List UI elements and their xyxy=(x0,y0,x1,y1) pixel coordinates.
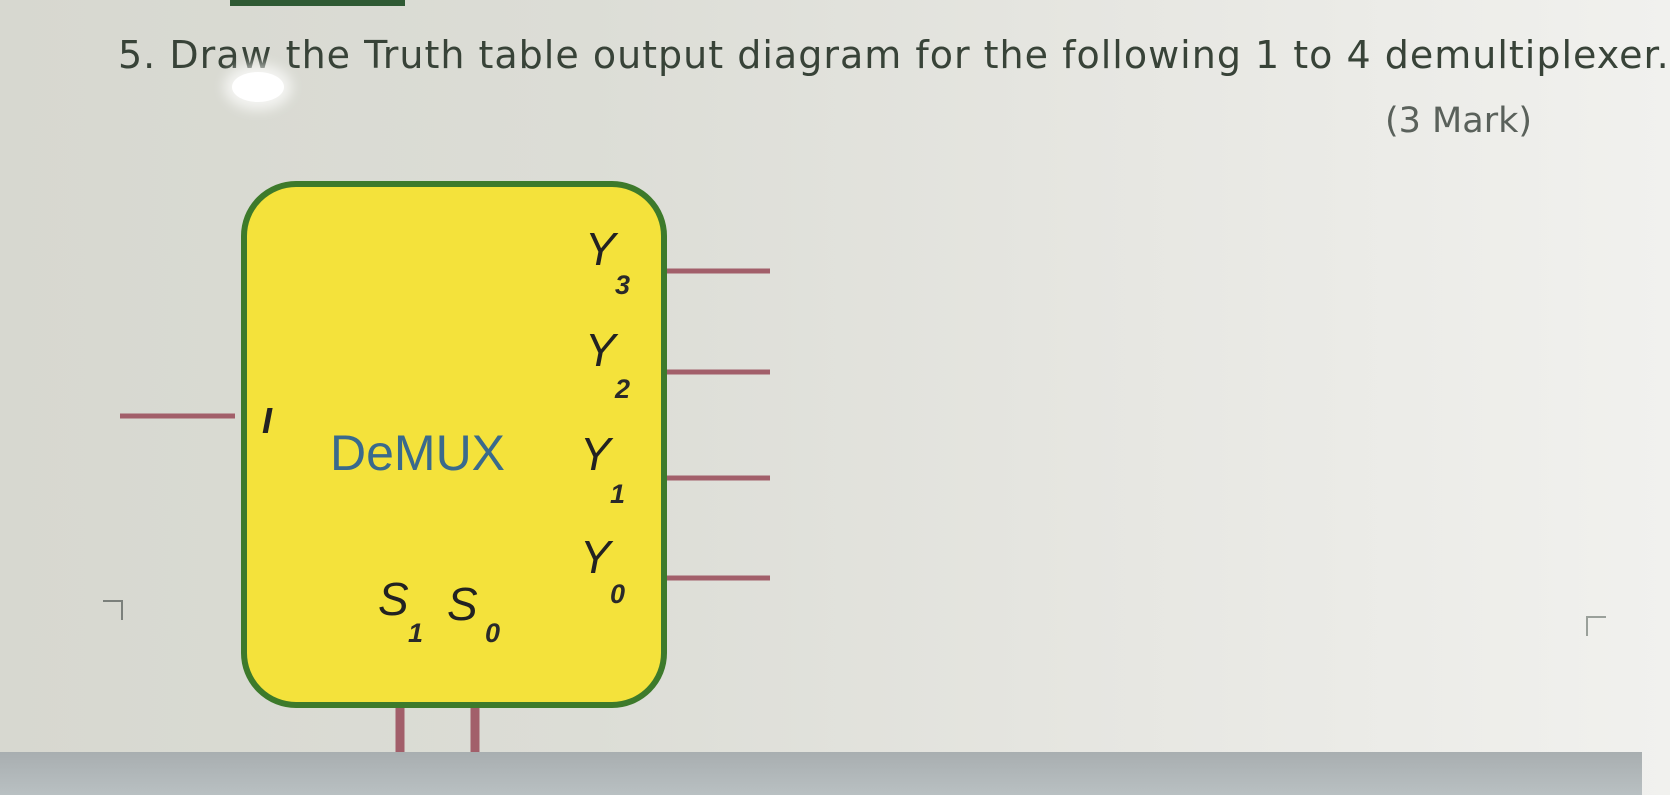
block-title: DeMUX xyxy=(330,425,505,481)
output-label-y1: Y 1 xyxy=(580,428,625,509)
output-label-y0: Y 0 xyxy=(580,531,625,609)
output-index: 0 xyxy=(610,579,625,609)
select-index: 1 xyxy=(408,618,423,648)
marks-label: (3 Mark) xyxy=(1385,101,1533,141)
screen-glare xyxy=(232,72,284,102)
select-label-s1: S 1 xyxy=(378,573,423,648)
select-letter: S xyxy=(378,573,409,625)
demux-block xyxy=(241,181,667,708)
output-letter: Y xyxy=(580,531,614,583)
select-index: 0 xyxy=(485,618,500,648)
top-edge-bar xyxy=(230,0,405,6)
output-letter: Y xyxy=(585,223,619,275)
output-index: 3 xyxy=(615,270,630,300)
crop-corner-right xyxy=(1586,616,1606,636)
screen-bottom-bar xyxy=(0,752,1642,795)
crop-corner-left xyxy=(103,600,123,620)
output-letter: Y xyxy=(580,428,614,480)
output-index: 1 xyxy=(610,479,625,509)
select-letter: S xyxy=(447,578,478,630)
select-label-s0: S 0 xyxy=(447,578,500,648)
output-index: 2 xyxy=(614,374,630,404)
output-letter: Y xyxy=(585,324,619,376)
input-label: I xyxy=(262,400,273,441)
question-text: 5. Draw the Truth table output diagram f… xyxy=(118,33,1670,77)
output-label-y3: Y 3 xyxy=(585,223,630,300)
output-label-y2: Y 2 xyxy=(585,324,630,404)
